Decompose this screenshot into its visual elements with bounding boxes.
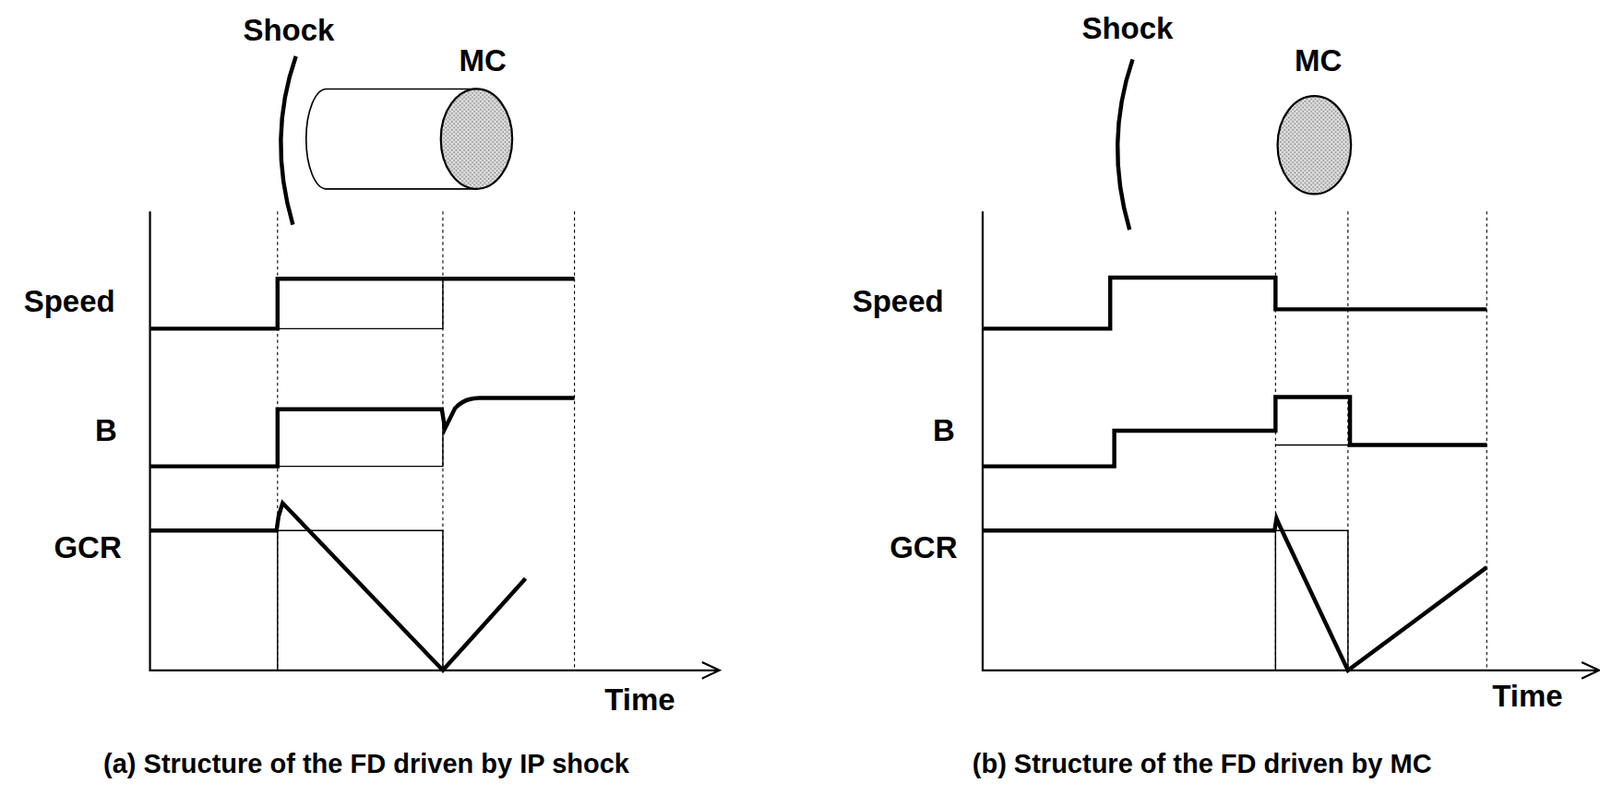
axis-label: Time (604, 682, 675, 717)
shock-label: Shock (1081, 11, 1173, 46)
axis-label: Speed (23, 285, 116, 319)
mc-label: MC (1294, 44, 1342, 78)
shock-label: Shock (242, 13, 335, 48)
axis-label: B (932, 414, 956, 448)
axis-label: GCR (53, 531, 121, 565)
mc-label: MC (458, 44, 506, 78)
axis-label: Time (1492, 680, 1563, 714)
caption: (b) Structure of the FD driven by MC (972, 750, 1433, 780)
caption: (a) Structure of the FD driven by IP sho… (103, 750, 630, 780)
axis-label: B (95, 414, 118, 448)
axis-label: Speed (852, 285, 944, 319)
axis-label: GCR (889, 531, 957, 565)
